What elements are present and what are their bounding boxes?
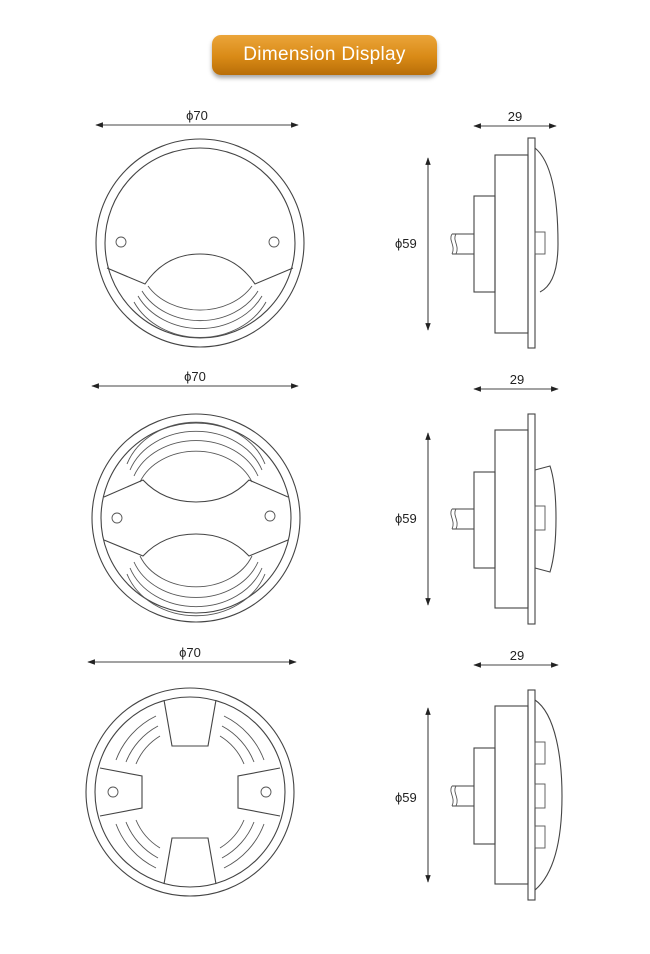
screw-hole [111,512,123,524]
body [494,429,529,609]
front-slot [125,725,159,763]
cable-break [450,508,458,530]
section-title-banner: Dimension Display [212,35,437,75]
front-slot [115,823,157,869]
front-slot [141,290,259,322]
front-view-one-way: ϕ70 [95,108,305,348]
front-slot [135,819,161,849]
flange [527,413,536,625]
front-outer-ring [85,687,295,897]
front-slot [219,819,245,849]
screw-hole [115,236,127,248]
depth-label: 29 [508,109,522,124]
front-outer-ring [91,413,301,623]
front-band-edge [103,479,289,503]
rear-cap [473,471,496,569]
screw-hole [268,236,280,248]
front-diameter-label: ϕ70 [184,369,206,384]
rear-cap [473,195,496,293]
rear-cap [473,747,496,845]
cable-break [450,785,458,807]
lens-window [534,741,546,765]
front-slot [139,450,253,483]
depth-label: 29 [510,648,524,663]
front-slot [129,430,263,471]
lens-dome [534,699,563,891]
front-view-four-way: ϕ70 [85,645,297,897]
lens-dome [534,147,559,293]
lens-window [534,825,546,849]
front-cross-arm [163,699,217,747]
front-diameter-label: ϕ70 [179,645,201,660]
section-title: Dimension Display [243,44,406,65]
front-slot [133,561,259,598]
screw-hole [260,786,272,798]
front-view-two-way: ϕ70 [91,369,301,623]
front-slot [223,823,265,869]
lens-window [534,505,546,531]
front-slot [126,573,266,617]
front-slot [126,421,266,465]
front-cutout-edge [106,253,294,285]
front-slot [137,295,263,329]
side-diameter-label: ϕ59 [395,790,417,805]
flange [527,137,536,349]
front-slot [223,715,265,761]
front-slot [139,555,253,588]
front-slot [133,301,267,338]
lens-dome [534,465,557,573]
flange [527,689,536,901]
front-slot [221,821,255,859]
front-slot [125,821,159,859]
front-slot [219,735,245,765]
front-slot [147,285,253,311]
depth-label: 29 [510,372,524,387]
front-slot [221,725,255,763]
cable-break [450,233,458,255]
front-band-edge [103,533,289,557]
front-cross-arm [99,767,143,817]
front-outer-ring [95,138,305,348]
body [494,154,529,334]
side-view-one-way: 29 ϕ59 [395,109,559,349]
front-diameter-label: ϕ70 [186,108,208,123]
screw-hole [264,510,276,522]
front-inner-ring [100,422,292,614]
side-view-four-way: 29 ϕ59 [395,648,563,901]
body [494,705,529,885]
front-slot [129,567,263,608]
front-slot [115,715,157,761]
front-slot [135,735,161,765]
front-slot [133,440,259,477]
side-view-two-way: 29 ϕ59 [395,372,559,625]
front-inner-ring [104,147,296,339]
side-diameter-label: ϕ59 [395,511,417,526]
side-diameter-label: ϕ59 [395,236,417,251]
lens-window [534,231,546,255]
lens-window [534,783,546,809]
screw-hole [107,786,119,798]
front-inner-ring [94,696,286,888]
front-cross-arm [163,837,217,885]
front-cross-arm [237,767,281,817]
